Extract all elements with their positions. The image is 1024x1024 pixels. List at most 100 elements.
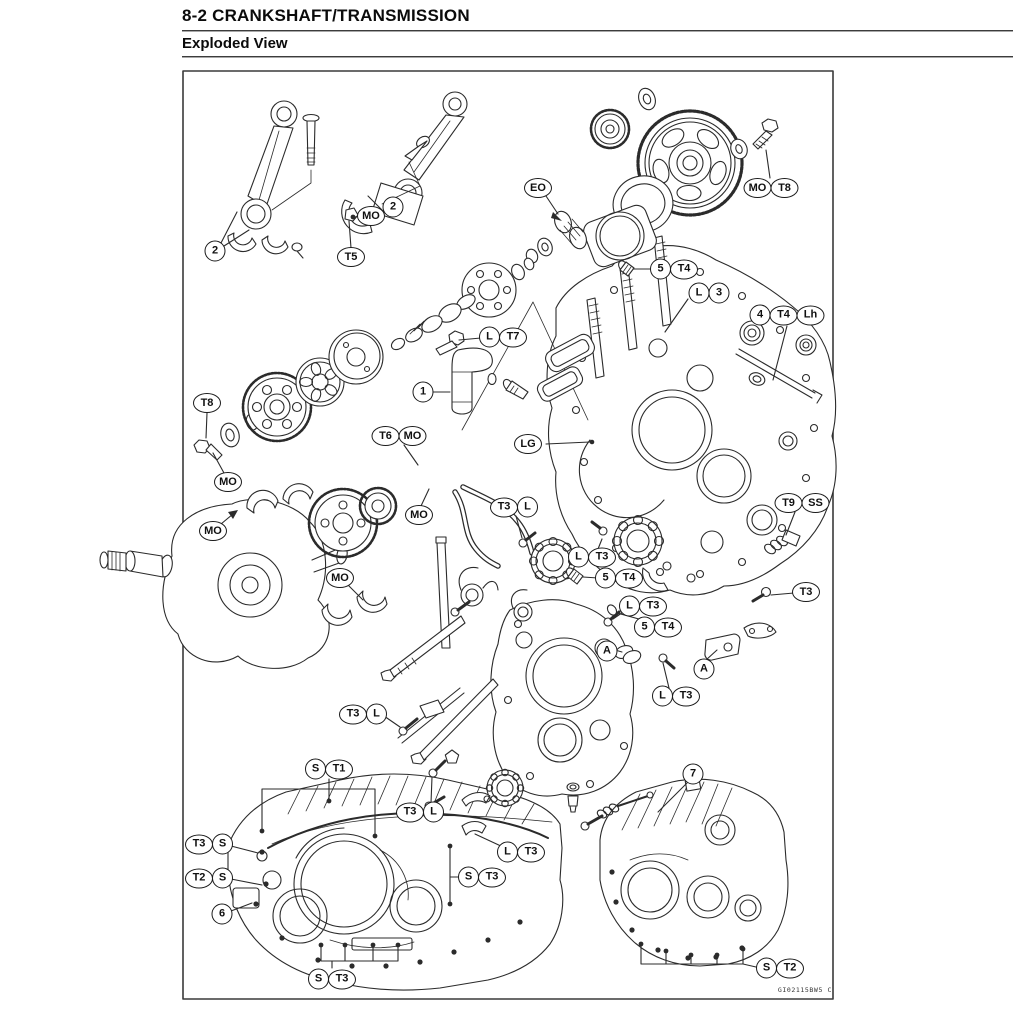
- callout-segment: 1: [412, 381, 434, 403]
- callout-segment: MO: [199, 521, 227, 541]
- callout-t5: T5: [337, 247, 365, 267]
- callout-segment: 3: [708, 282, 730, 304]
- callout-segment: T3: [478, 867, 506, 887]
- callout-segment: T1: [325, 759, 353, 779]
- callout-segment: T3: [517, 842, 545, 862]
- callout-a: A: [596, 640, 618, 662]
- callout-lg: LG: [514, 434, 542, 454]
- callout-segment: 2: [382, 196, 404, 218]
- callout-t8: T8: [193, 393, 221, 413]
- callout-segment: T7: [499, 327, 527, 347]
- callout-segment: A: [693, 658, 715, 680]
- callout-segment: S: [458, 866, 479, 888]
- callout-segment: A: [596, 640, 618, 662]
- callout-segment: T4: [670, 259, 698, 279]
- callout-segment: EO: [524, 178, 552, 198]
- callout-segment: T3: [588, 547, 616, 567]
- gaskets-group: [536, 333, 595, 402]
- callout-7: 7: [682, 763, 704, 785]
- callout-segment: 4: [749, 304, 771, 326]
- callout-2: 2: [204, 240, 226, 262]
- callout-eo: EO: [524, 178, 552, 198]
- shift-mechanism-group: [380, 260, 676, 778]
- callout-segment: L: [423, 801, 444, 823]
- callout-segment: T5: [337, 247, 365, 267]
- upper-crankcase-group: [546, 235, 837, 661]
- callout-segment: MO: [743, 178, 772, 198]
- callout-segment: 2: [204, 240, 226, 262]
- misc-parts-group: [424, 749, 654, 836]
- callout-segment: T8: [193, 393, 221, 413]
- callout-a: A: [693, 658, 715, 680]
- water-pipe-group: [451, 347, 529, 415]
- callout-segment: L: [517, 496, 538, 518]
- callout-segment: T3: [792, 582, 820, 602]
- figure-code: GI02115BW5 C: [777, 986, 832, 994]
- callout-segment: 6: [211, 903, 233, 925]
- callout-segment: L: [652, 685, 673, 707]
- balancer-gears-group: [193, 329, 384, 461]
- callout-1: 1: [412, 381, 434, 403]
- callout-segment: T4: [769, 305, 798, 325]
- damper-rings-group: [525, 175, 674, 268]
- callout-t3: T3: [792, 582, 820, 602]
- callout-segment: T3: [339, 704, 367, 724]
- callout-segment: MO: [326, 568, 354, 588]
- callout-segment: 5: [595, 567, 616, 589]
- callout-segment: LG: [514, 434, 542, 454]
- callout-mo: MO: [357, 206, 385, 226]
- callout-segment: T2: [185, 868, 213, 888]
- callout-segment: S: [756, 957, 777, 979]
- callout-segment: T4: [615, 568, 643, 588]
- callout-segment: S: [305, 758, 326, 780]
- callout-segment: L: [497, 841, 518, 863]
- callout-mo: MO: [405, 505, 433, 525]
- callout-segment: L: [366, 703, 387, 725]
- header-rule-bottom: [182, 56, 1013, 58]
- callout-segment: T4: [654, 617, 682, 637]
- subsection-title: Exploded View: [182, 35, 288, 52]
- callout-segment: S: [212, 867, 233, 889]
- callout-segment: 5: [650, 258, 671, 280]
- callout-segment: T2: [776, 958, 804, 978]
- callout-6: 6: [211, 903, 233, 925]
- callout-mo: MO: [326, 568, 354, 588]
- leader-lines-group: [205, 149, 796, 969]
- callout-segment: MO: [405, 505, 433, 525]
- callout-segment: 7: [682, 763, 704, 785]
- starter-clutch-group: [589, 87, 779, 217]
- callout-segment: MO: [398, 426, 427, 446]
- callout-segment: T3: [185, 834, 213, 854]
- callout-segment: L: [688, 282, 710, 304]
- lower-right-crankcase-group: [599, 778, 789, 967]
- section-title: 8-2 CRANKSHAFT/TRANSMISSION: [182, 6, 470, 25]
- callout-segment: T3: [490, 497, 518, 517]
- callout-mo: MO: [199, 521, 227, 541]
- callout-mo: MO: [214, 472, 242, 492]
- callout-segment: T9: [774, 493, 803, 513]
- page-header: 8-2 CRANKSHAFT/TRANSMISSION Exploded Vie…: [182, 6, 1013, 58]
- callout-segment: SS: [801, 493, 830, 513]
- callout-segment: T3: [328, 969, 356, 989]
- callout-segment: T8: [770, 178, 799, 198]
- header-rule-top: [182, 30, 1013, 32]
